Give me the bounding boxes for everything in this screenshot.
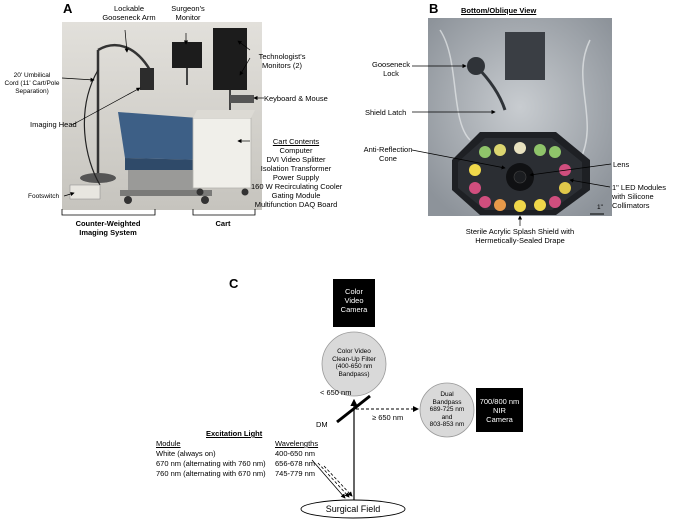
panel-c-letter: C xyxy=(229,276,239,291)
panel-c-diagram xyxy=(300,279,523,519)
panel-a-brackets xyxy=(61,209,256,216)
color-camera-box xyxy=(333,279,375,327)
module-range: 400-650 nm xyxy=(275,449,316,458)
surgical-field-ellipse xyxy=(300,499,406,519)
lt650-label: < 650 nm xyxy=(320,388,352,397)
dm-label: DM xyxy=(316,420,328,429)
module-range: 656-678 nm xyxy=(275,459,316,468)
scale-bar-label: 1" xyxy=(597,204,603,211)
lens-label: Lens xyxy=(613,160,630,169)
shield-latch-label: Shield Latch xyxy=(365,108,407,117)
panel-a-letter: A xyxy=(63,1,73,16)
dichroic-mirror xyxy=(336,394,371,424)
ge650-label: ≥ 650 nm xyxy=(372,413,404,422)
panel-b-photo xyxy=(428,18,612,216)
keyboard-mouse-label: Keyboard & Mouse xyxy=(264,94,328,103)
module-row: White (always on) xyxy=(156,449,216,458)
dual-bandpass-circle xyxy=(419,382,475,438)
imaging-head-label: Imaging Head xyxy=(30,120,77,129)
panel-a-photo xyxy=(62,22,262,210)
module-row: 670 nm (alternating with 760 nm) xyxy=(156,459,266,468)
module-range: 745-779 nm xyxy=(275,469,316,478)
panel-b-letter: B xyxy=(429,1,439,16)
cleanup-filter-circle xyxy=(321,331,387,397)
cart-contents-list: Cart Contents Computer DVI Video Splitte… xyxy=(251,137,343,209)
excitation-light-title: Excitation Light xyxy=(206,429,263,438)
cart-label: Cart xyxy=(215,219,231,228)
nir-camera-box xyxy=(476,388,523,432)
panel-a-pointers xyxy=(61,29,264,197)
panel-b-title: Bottom/Oblique View xyxy=(461,6,537,15)
module-header: Module xyxy=(156,439,181,448)
wavelength-header: Wavelengths xyxy=(275,439,319,448)
module-row: 760 nm (alternating with 670 nm) xyxy=(156,469,266,478)
cart-contents-title: Cart Contents xyxy=(272,137,320,146)
footswitch-label: Footswitch xyxy=(28,193,60,200)
surgical-field-label: Surgical Field xyxy=(325,504,381,514)
panel-b-pointers xyxy=(411,63,612,226)
